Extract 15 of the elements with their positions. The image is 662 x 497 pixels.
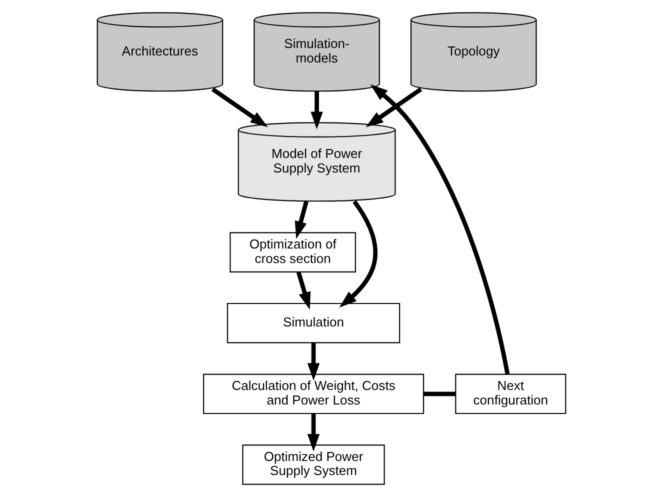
arrow <box>338 200 377 308</box>
node-box: Optimization of cross section <box>229 232 356 272</box>
arrow <box>310 91 322 130</box>
connector <box>423 392 456 396</box>
arrow <box>294 200 308 239</box>
arrow <box>210 87 268 128</box>
arrow <box>296 272 310 310</box>
arrow <box>306 342 320 381</box>
node-box: Calculation of Weight, Costs and Power Loss <box>202 374 424 414</box>
node-box: Next configuration <box>454 374 566 414</box>
arrow <box>365 87 422 128</box>
arrow <box>370 84 510 374</box>
node-box: Optimized Power Supply System <box>242 444 384 485</box>
arrow <box>306 414 320 452</box>
node-box: Simulation <box>226 302 400 344</box>
